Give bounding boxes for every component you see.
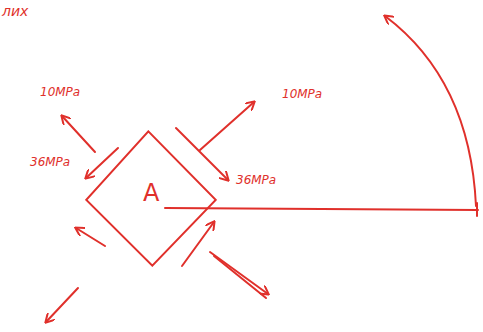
stress-value: 36MPa (236, 174, 276, 186)
stress-value: 10MPa (40, 86, 80, 98)
note-text: лих (2, 4, 28, 18)
point-label: A (143, 181, 159, 205)
stress-value: 10MPa (282, 88, 322, 100)
stress-element: A (85, 130, 217, 267)
stress-value: 36MPa (30, 156, 70, 168)
